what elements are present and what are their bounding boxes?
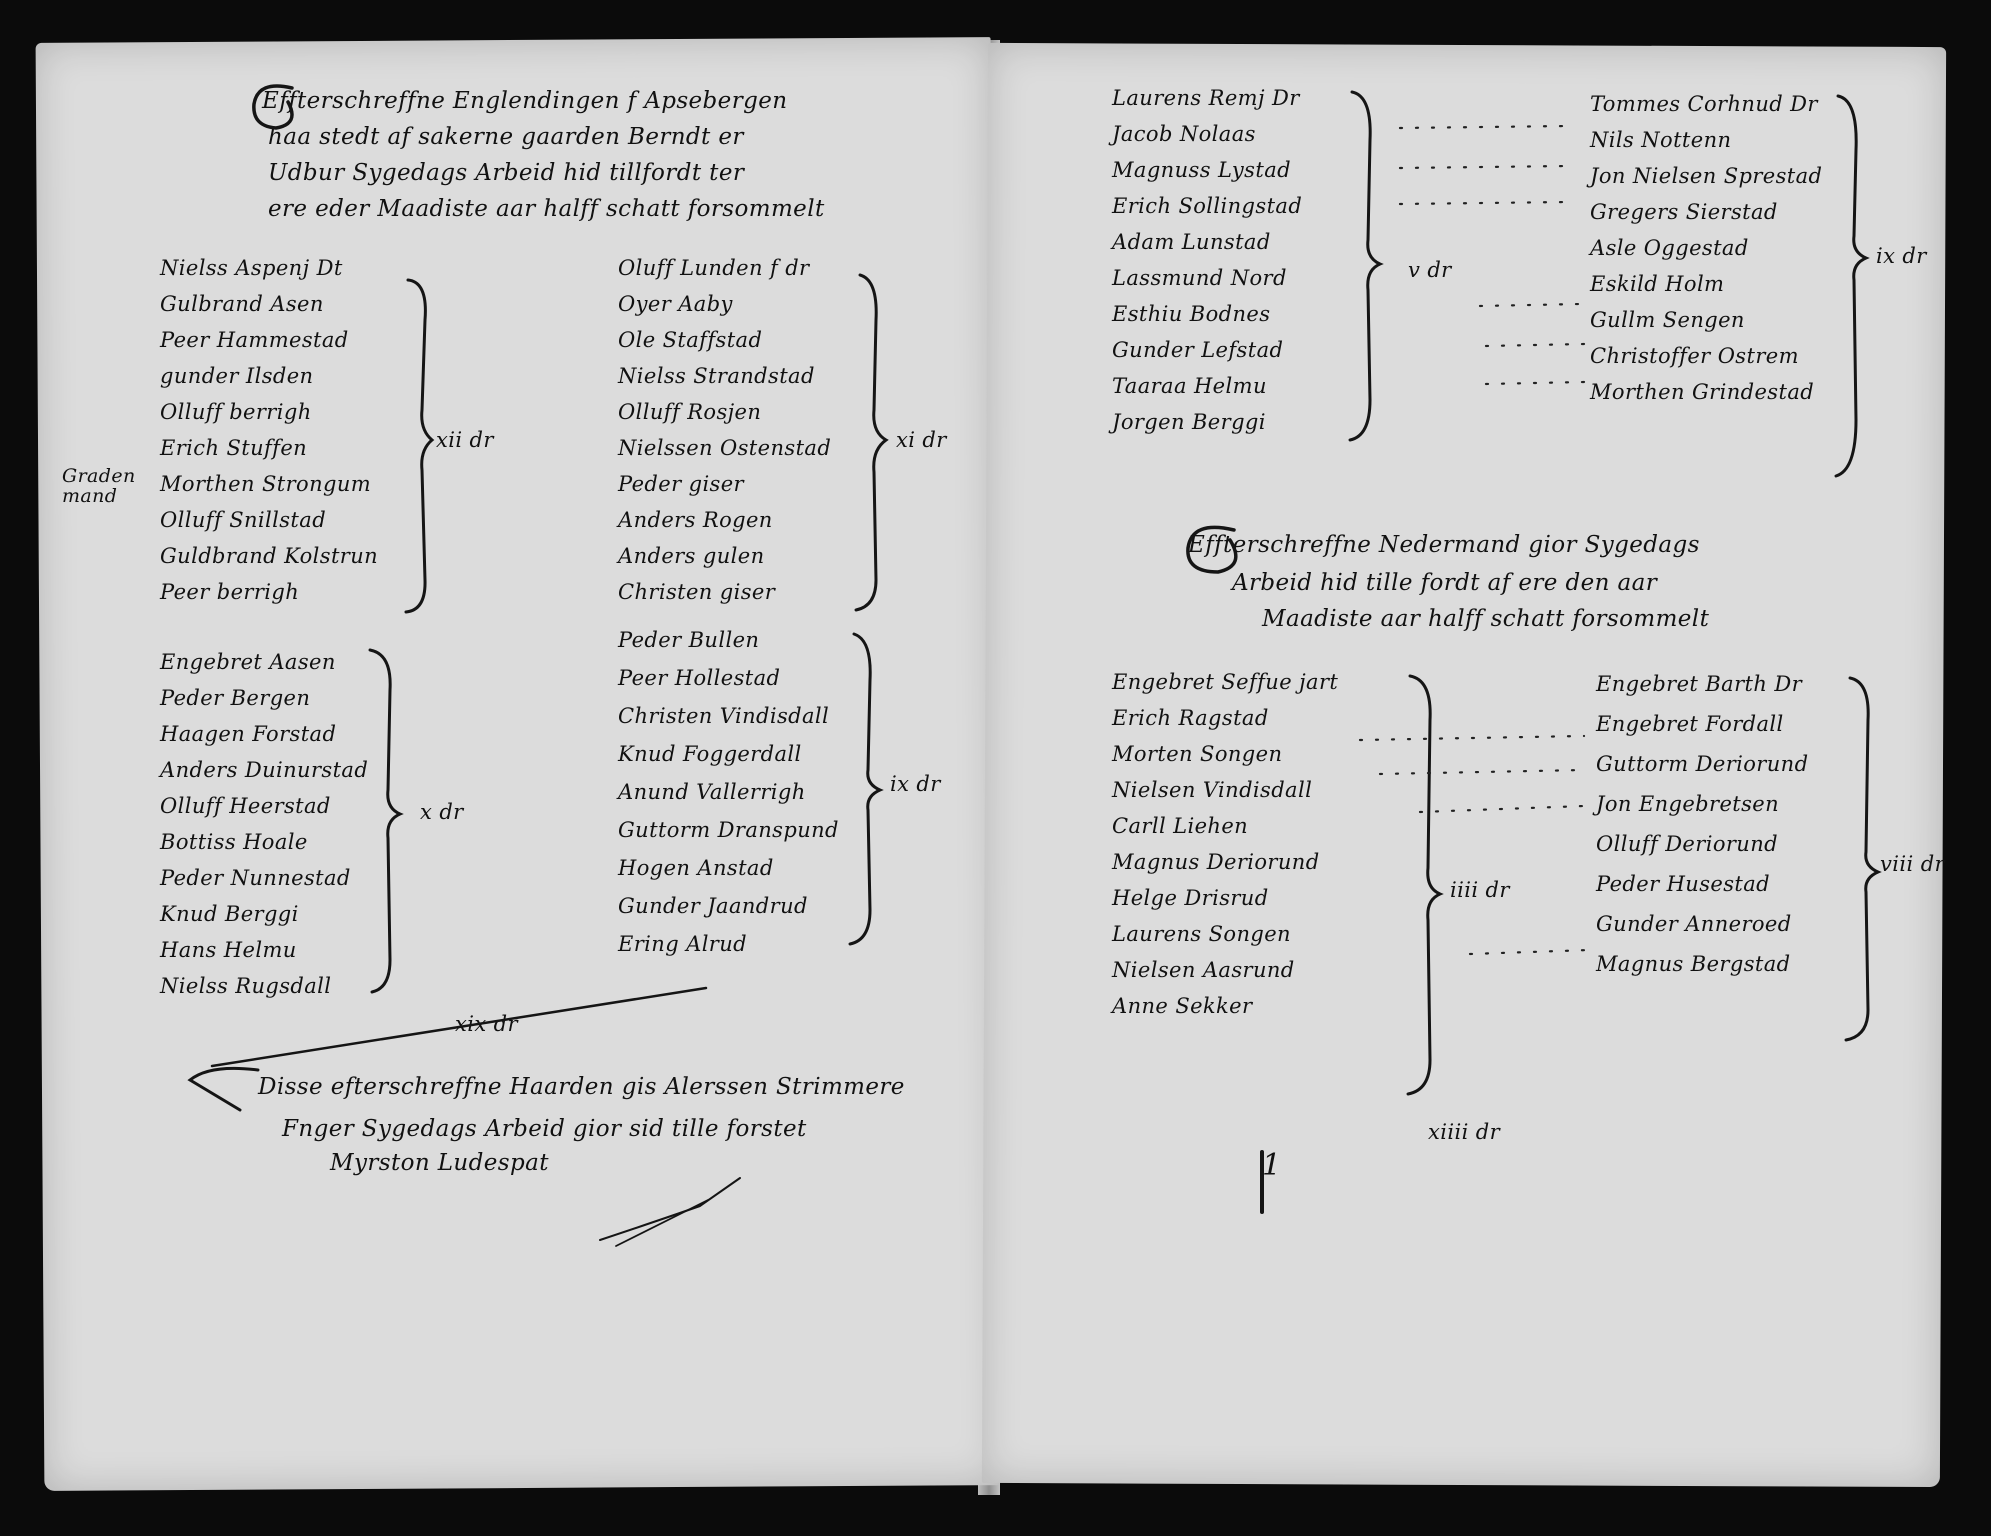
- list-item: Haagen Forstad: [160, 722, 337, 746]
- left-heading-line-1: Effterschreffne Englendingen f Apseberge…: [262, 88, 788, 114]
- left-page-total: xix dr: [455, 1012, 518, 1036]
- list-item: Nielss Strandstad: [618, 364, 815, 388]
- list-item: Olluff Rosjen: [618, 400, 762, 424]
- list-item: Tommes Corhnud Dr: [1590, 92, 1818, 116]
- list-item: Gunder Jaandrud: [618, 894, 808, 918]
- list-item: Asle Oggestad: [1590, 236, 1749, 260]
- list-item: Erich Sollingstad: [1112, 194, 1303, 218]
- left-footer-line-2: Fnger Sygedags Arbeid gior sid tille for…: [282, 1116, 807, 1142]
- list-item: Gregers Sierstad: [1590, 200, 1778, 224]
- group-b-total: xi dr: [896, 428, 947, 452]
- right-heading-line-3: Maadiste aar halff schatt forsommelt: [1262, 606, 1710, 632]
- group-a-total: xii dr: [436, 428, 494, 452]
- list-item: Peer berrigh: [160, 580, 300, 604]
- list-item: Magnus Deriorund: [1112, 850, 1320, 874]
- list-item: Anders Rogen: [618, 508, 773, 532]
- list-item: Anund Vallerrigh: [618, 780, 806, 804]
- list-item: Peer Hammestad: [160, 328, 349, 352]
- left-footer-line-3: Myrston Ludespat: [330, 1150, 549, 1176]
- list-item: Ering Alrud: [618, 932, 748, 956]
- list-item: Guttorm Deriorund: [1596, 752, 1809, 776]
- group-c-total: x dr: [420, 800, 464, 824]
- left-heading-line-3: Udbur Sygedags Arbeid hid tillfordt ter: [268, 160, 745, 186]
- list-item: Guttorm Dranspund: [618, 818, 839, 842]
- list-item: Peder Husestad: [1596, 872, 1771, 896]
- list-item: Nielss Aspenj Dt: [160, 256, 343, 280]
- list-item: Peder Bergen: [160, 686, 311, 710]
- list-item: Olluff Snillstad: [160, 508, 327, 532]
- list-item: Gulbrand Asen: [160, 292, 324, 316]
- list-item: Engebret Fordall: [1596, 712, 1784, 736]
- list-item: Christoffer Ostrem: [1590, 344, 1799, 368]
- list-item: Eskild Holm: [1590, 272, 1725, 296]
- list-item: Bottiss Hoale: [160, 830, 308, 854]
- list-item: Morthen Grindestad: [1590, 380, 1815, 404]
- list-item: Anders gulen: [618, 544, 765, 568]
- list-item: Engebret Barth Dr: [1596, 672, 1803, 696]
- list-item: Peer Hollestad: [618, 666, 781, 690]
- list-item: Christen Vindisdall: [618, 704, 830, 728]
- right-page-total: xiiii dr: [1428, 1120, 1501, 1144]
- list-item: Helge Drisrud: [1112, 886, 1269, 910]
- list-item: Erich Stuffen: [160, 436, 308, 460]
- list-item: Christen giser: [618, 580, 776, 604]
- list-item: Nielssen Ostenstad: [618, 436, 832, 460]
- list-item: Morthen Strongum: [160, 472, 372, 496]
- list-item: Anne Sekker: [1112, 994, 1253, 1018]
- list-item: Hans Helmu: [160, 938, 297, 962]
- list-item: Knud Berggi: [160, 902, 299, 926]
- group-g-total: iiii dr: [1450, 878, 1510, 902]
- list-item: Guldbrand Kolstrun: [160, 544, 379, 568]
- list-item: Esthiu Bodnes: [1112, 302, 1271, 326]
- list-item: Nils Nottenn: [1590, 128, 1732, 152]
- list-item: Engebret Aasen: [160, 650, 336, 674]
- margin-note: Graden mand: [62, 465, 136, 507]
- list-item: Nielsen Aasrund: [1112, 958, 1295, 982]
- list-item: Olluff berrigh: [160, 400, 312, 424]
- list-item: Nielsen Vindisdall: [1112, 778, 1313, 802]
- list-item: Gullm Sengen: [1590, 308, 1745, 332]
- group-d-total: ix dr: [890, 772, 941, 796]
- list-item: Erich Ragstad: [1112, 706, 1269, 730]
- list-item: Adam Lunstad: [1112, 230, 1271, 254]
- list-item: Carll Liehen: [1112, 814, 1249, 838]
- list-item: Magnus Bergstad: [1596, 952, 1791, 976]
- list-item: Ole Staffstad: [618, 328, 763, 352]
- list-item: Oluff Lunden f dr: [618, 256, 810, 280]
- list-item: Oyer Aaby: [618, 292, 733, 316]
- list-item: Engebret Seffue jart: [1112, 670, 1339, 694]
- list-item: Peder Nunnestad: [160, 866, 351, 890]
- group-e-total: v dr: [1408, 258, 1452, 282]
- right-heading-line-1: Effterschreffne Nedermand gior Sygedags: [1188, 532, 1700, 558]
- list-item: Morten Songen: [1112, 742, 1283, 766]
- list-item: Olluff Heerstad: [160, 794, 331, 818]
- list-item: gunder Ilsden: [160, 364, 314, 388]
- list-item: Peder Bullen: [618, 628, 760, 652]
- right-bottom-mark: 1: [1262, 1148, 1282, 1183]
- list-item: Laurens Songen: [1112, 922, 1291, 946]
- list-item: Jacob Nolaas: [1112, 122, 1256, 146]
- list-item: Gunder Lefstad: [1112, 338, 1284, 362]
- group-h-total: viii dr: [1880, 852, 1945, 876]
- list-item: Gunder Anneroed: [1596, 912, 1792, 936]
- left-heading-line-2: haa stedt af sakerne gaarden Berndt er: [268, 124, 744, 150]
- list-item: Magnuss Lystad: [1112, 158, 1291, 182]
- list-item: Peder giser: [618, 472, 745, 496]
- list-item: Taaraa Helmu: [1112, 374, 1267, 398]
- left-heading-line-4: ere eder Maadiste aar halff schatt forso…: [268, 196, 825, 222]
- group-f-total: ix dr: [1876, 244, 1927, 268]
- list-item: Laurens Remj Dr: [1112, 86, 1300, 110]
- list-item: Jon Engebretsen: [1596, 792, 1780, 816]
- list-item: Jorgen Berggi: [1112, 410, 1266, 434]
- list-item: Lassmund Nord: [1112, 266, 1287, 290]
- list-item: Nielss Rugsdall: [160, 974, 332, 998]
- right-heading-line-2: Arbeid hid tille fordt af ere den aar: [1232, 570, 1658, 596]
- list-item: Knud Foggerdall: [618, 742, 802, 766]
- left-footer-line-1: Disse efterschreffne Haarden gis Alersse…: [258, 1074, 905, 1100]
- list-item: Hogen Anstad: [618, 856, 774, 880]
- list-item: Jon Nielsen Sprestad: [1590, 164, 1823, 188]
- list-item: Olluff Deriorund: [1596, 832, 1778, 856]
- list-item: Anders Duinurstad: [160, 758, 369, 782]
